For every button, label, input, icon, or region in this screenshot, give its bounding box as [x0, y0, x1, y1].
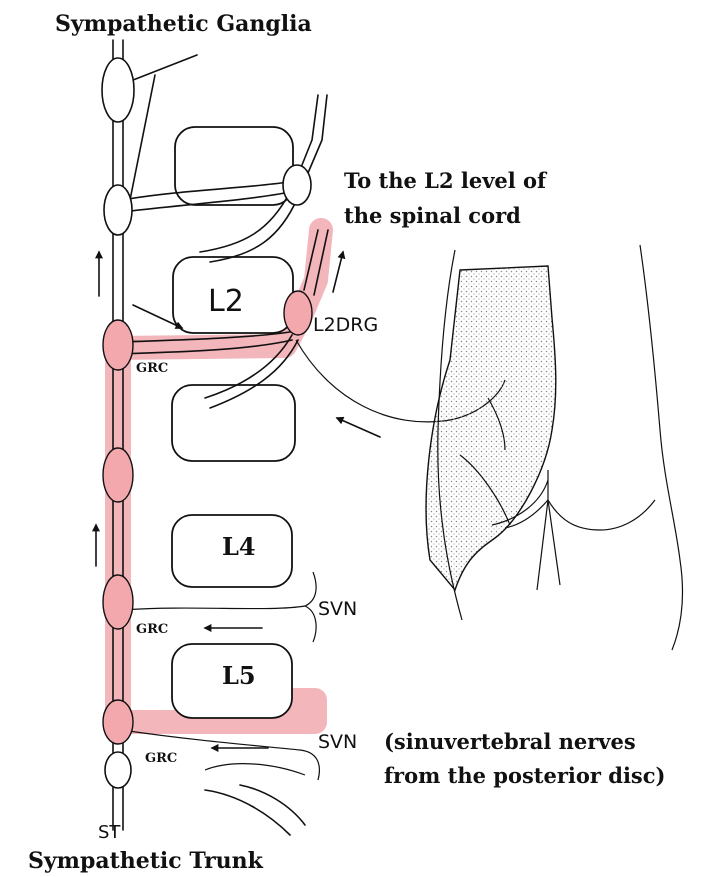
- sympathetic-ganglia-label: Sympathetic Ganglia: [55, 11, 312, 37]
- svn-note-line1: (sinuvertebral nerves: [384, 729, 636, 754]
- vertebra-l1: [175, 127, 293, 205]
- vertebra-l5-label: L5: [222, 661, 256, 690]
- vertebra-l4-label: L4: [222, 532, 256, 561]
- ganglion-l3: [103, 448, 133, 502]
- vertebral-bodies: [172, 127, 295, 718]
- ganglion-l2: [103, 320, 133, 370]
- ganglion-l4: [103, 575, 133, 629]
- grc-label-l4: GRC: [136, 622, 168, 637]
- ganglion-upper: [102, 58, 134, 122]
- ganglion-s1: [105, 752, 131, 788]
- arrow-up-to-cord: [333, 252, 343, 292]
- grc-label-l5: GRC: [145, 751, 177, 766]
- ganglion-l1: [104, 185, 132, 235]
- svn-label-l5: SVN: [318, 731, 357, 753]
- vertebra-l2-label: L2: [208, 284, 244, 319]
- to-l2-label-line2: the spinal cord: [344, 203, 521, 228]
- to-l2-label-line1: To the L2 level of: [344, 168, 548, 193]
- st-label: ST: [98, 822, 121, 843]
- l2drg-label: L2DRG: [313, 314, 378, 336]
- svn-label-l4: SVN: [318, 598, 357, 620]
- sympathetic-trunk-label: Sympathetic Trunk: [28, 848, 264, 874]
- grc-label-l2: GRC: [136, 361, 168, 376]
- vertebra-l3: [172, 385, 295, 461]
- l2-drg-ganglion: [284, 291, 312, 335]
- svn-note-line2: from the posterior disc): [384, 763, 665, 788]
- arrow-from-skin: [337, 418, 380, 437]
- body-outline: [426, 245, 682, 650]
- ganglion-l5: [103, 700, 133, 744]
- ganglion-drg-l1: [283, 165, 311, 205]
